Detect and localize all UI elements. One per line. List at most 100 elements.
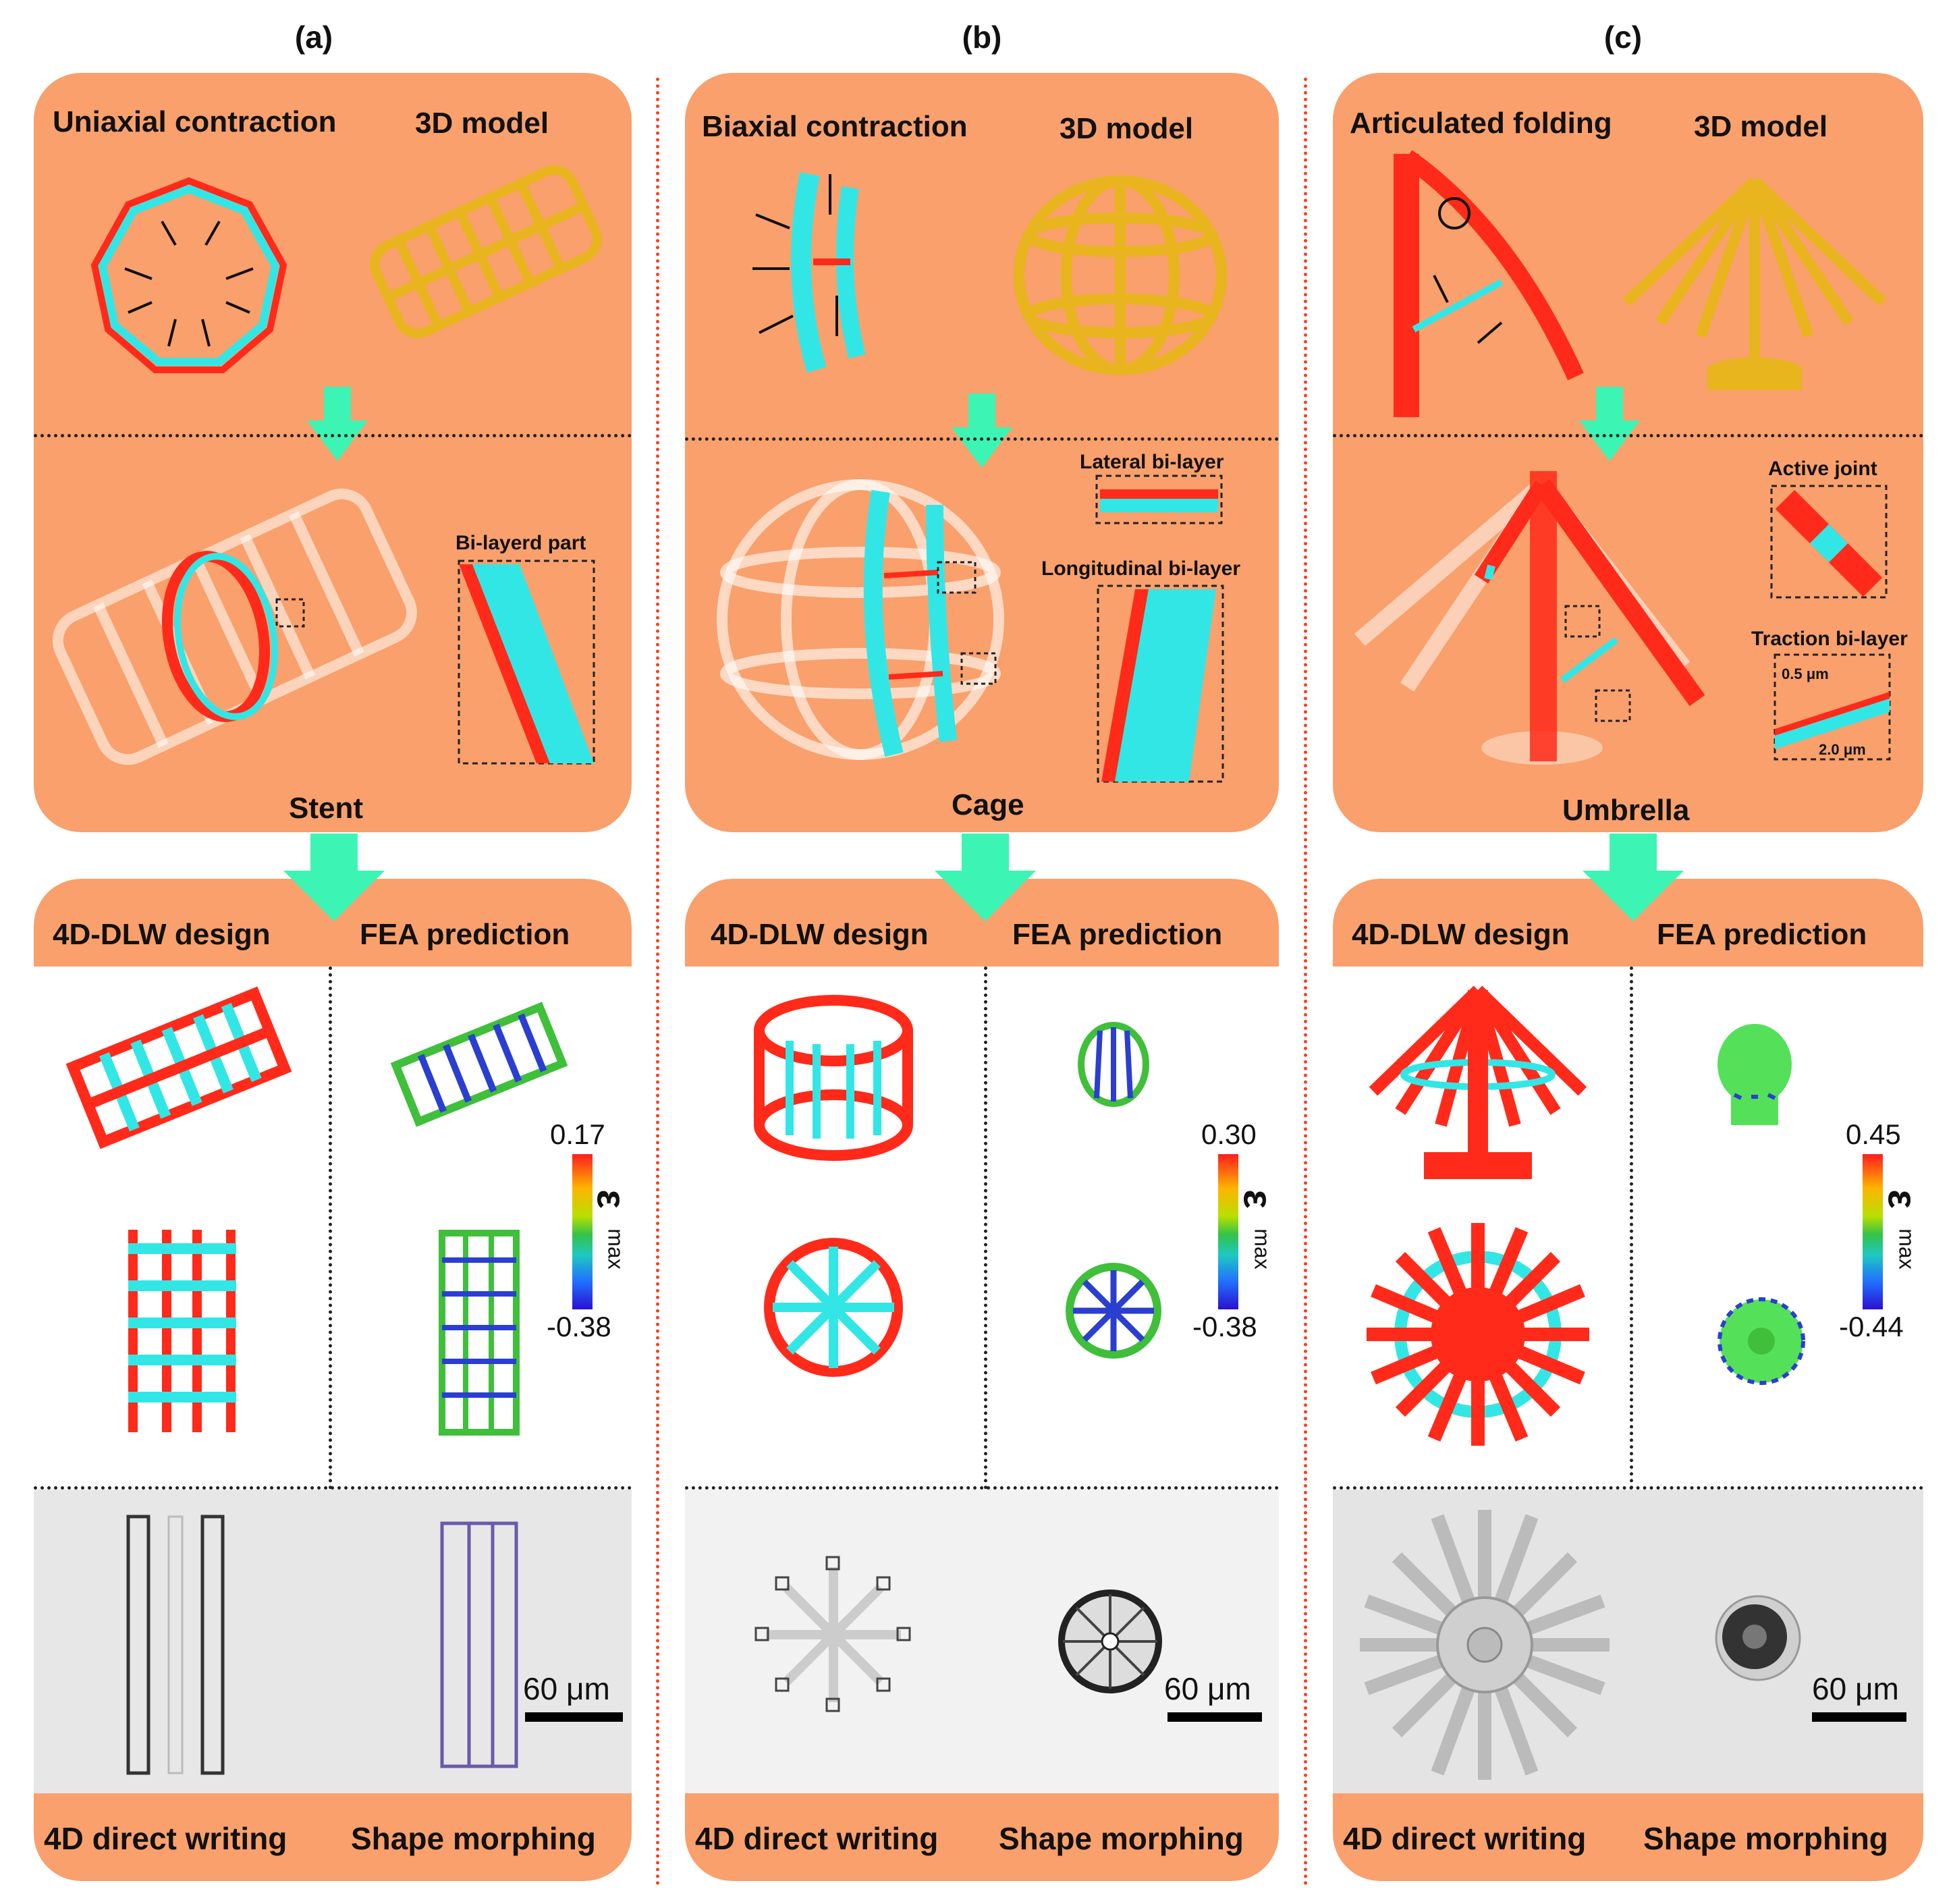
panel-b-colorbar [1218, 1154, 1238, 1309]
separator-ab [656, 78, 659, 1886]
panel-b-micrographs: 60 μm [685, 1490, 1279, 1797]
stent-micrograph-morphed [440, 1521, 518, 1768]
panel-a-colorbar-min: -0.38 [547, 1311, 611, 1342]
panel-label-b: (b) [962, 20, 1002, 55]
panel-b-footer [685, 1793, 1279, 1881]
stent-fea-iso [390, 1002, 568, 1127]
panel-b-colorbar-max: 0.30 [1201, 1118, 1257, 1150]
ring-diagram [90, 177, 287, 373]
umbrella-joint-highlight [1354, 471, 1705, 765]
separator-bc [1304, 78, 1307, 1886]
panel-c-writing-label: 4D direct writing [1343, 1821, 1587, 1856]
panel-b-lower: 4D-DLW design FEA prediction 0.30 ε max … [685, 879, 1279, 1881]
panel-b-inset-label-2: Longitudinal bi-layer [1041, 557, 1241, 580]
panel-b-upper: Biaxial contraction 3D model La [685, 73, 1279, 832]
panel-b-writing-label: 4D direct writing [695, 1821, 939, 1856]
umbrella-fea-top [1718, 1297, 1805, 1385]
umbrella-fea-iso [1718, 1024, 1792, 1125]
panel-a-scale-label: 60 μm [523, 1671, 610, 1706]
panel-a-prediction-label: FEA prediction [360, 918, 570, 951]
colorbar-subscript: max [1250, 1228, 1275, 1270]
panel-c-micrographs: 60 μm [1333, 1490, 1923, 1797]
colorbar-symbol: ε [588, 1189, 632, 1209]
traction-bilayer-inset [1774, 653, 1891, 761]
panel-b-column-divider [984, 967, 987, 1793]
panel-b-structure-name: Cage [952, 788, 1024, 821]
panel-a-upper: Uniaxial contraction 3D model [34, 73, 632, 832]
panel-b-divider [685, 437, 1279, 441]
cage-fea-iso [1078, 1022, 1149, 1107]
panel-a-design-label: 4D-DLW design [53, 918, 271, 951]
down-arrow-icon [1579, 387, 1640, 461]
panel-b-design-label: 4D-DLW design [711, 918, 929, 951]
panel-a-scale-bar [525, 1712, 623, 1722]
panel-b-model-label: 3D model [1060, 112, 1194, 145]
longitudinal-bilayer-inset [1097, 584, 1224, 783]
panel-a-colorbar-max: 0.17 [550, 1118, 605, 1150]
lateral-bilayer-inset [1095, 474, 1223, 524]
panel-c-prediction-label: FEA prediction [1657, 918, 1867, 951]
panel-label-a: (a) [294, 20, 333, 55]
panel-a-micrographs: 60 μm [34, 1490, 632, 1797]
umbrella-design-top [1367, 1223, 1589, 1446]
down-arrow-icon [283, 834, 385, 921]
bilayer-inset [458, 560, 595, 765]
panel-a-photo-divider [34, 1486, 632, 1490]
panel-a-structure-name: Stent [289, 792, 363, 825]
panel-c-colorbar [1863, 1154, 1883, 1309]
panel-b-morphing-label: Shape morphing [999, 1821, 1244, 1856]
stent-design-iso [65, 986, 292, 1149]
panel-a-colorbar [572, 1154, 593, 1309]
panel-c-column-divider [1630, 967, 1633, 1793]
articulated-joint-diagram [1394, 150, 1584, 417]
panel-b-colorbar-min: -0.38 [1192, 1311, 1257, 1342]
cage-3d-model [1014, 175, 1227, 375]
panel-a-inset-label: Bi-layerd part [456, 532, 586, 554]
cage-micrograph-written [754, 1556, 911, 1712]
panel-a-writing-label: 4D direct writing [44, 1821, 287, 1856]
biaxial-segment-diagram [752, 172, 866, 373]
down-arrow-icon [935, 834, 1036, 921]
panel-a-footer [34, 1793, 632, 1881]
cage-bilayer-highlight [717, 479, 1004, 760]
panel-b-photo-divider [685, 1486, 1279, 1490]
panel-b-mechanism: Biaxial contraction [702, 110, 968, 143]
panel-c-dim-1: 0.5 μm [1782, 665, 1829, 682]
cage-design-top [764, 1238, 903, 1377]
panel-b-scale-label: 60 μm [1164, 1671, 1251, 1706]
down-arrow-icon [952, 393, 1012, 468]
umbrella-micrograph-written [1360, 1510, 1610, 1780]
panel-c-colorbar-min: -0.44 [1839, 1311, 1904, 1342]
panel-c-scale-label: 60 μm [1812, 1671, 1899, 1706]
cage-fea-top [1066, 1263, 1161, 1359]
panel-c-photo-divider [1333, 1486, 1923, 1490]
panel-c-mechanism: Articulated folding [1350, 107, 1612, 140]
panel-c-inset-label-1: Active joint [1768, 458, 1877, 480]
colorbar-symbol: ε [1235, 1189, 1279, 1209]
cage-micrograph-morphed [1058, 1589, 1162, 1693]
panel-c-upper: Articulated folding 3D model Active join… [1333, 73, 1923, 832]
panel-c-design-label: 4D-DLW design [1352, 918, 1570, 951]
panel-c-colorbar-max: 0.45 [1846, 1118, 1901, 1150]
colorbar-subscript: max [603, 1228, 628, 1270]
panel-a-lower: 4D-DLW design FEA prediction 0.17 ε max … [34, 879, 632, 1881]
panel-c-model-label: 3D model [1694, 110, 1828, 143]
umbrella-design-iso [1369, 985, 1587, 1179]
panel-a-mechanism: Uniaxial contraction [53, 105, 337, 138]
stent-3d-model [370, 165, 602, 339]
panel-c-structure-name: Umbrella [1562, 794, 1690, 827]
colorbar-symbol: ε [1879, 1189, 1923, 1209]
umbrella-3d-model [1622, 177, 1887, 390]
panel-c-inset-label-2: Traction bi-layer [1751, 628, 1908, 650]
down-arrow-icon [307, 387, 368, 461]
active-joint-inset [1770, 485, 1888, 599]
panel-c-footer [1333, 1793, 1923, 1881]
panel-c-lower: 4D-DLW design FEA prediction 0.45 ε max … [1333, 879, 1923, 1881]
panel-b-prediction-label: FEA prediction [1012, 918, 1223, 951]
panel-a-divider [34, 434, 632, 437]
panel-c-morphing-label: Shape morphing [1643, 1821, 1888, 1856]
stent-design-top [128, 1230, 236, 1432]
stent-fea-top [439, 1230, 520, 1436]
down-arrow-icon [1583, 834, 1684, 921]
panel-a-column-divider [329, 967, 332, 1793]
